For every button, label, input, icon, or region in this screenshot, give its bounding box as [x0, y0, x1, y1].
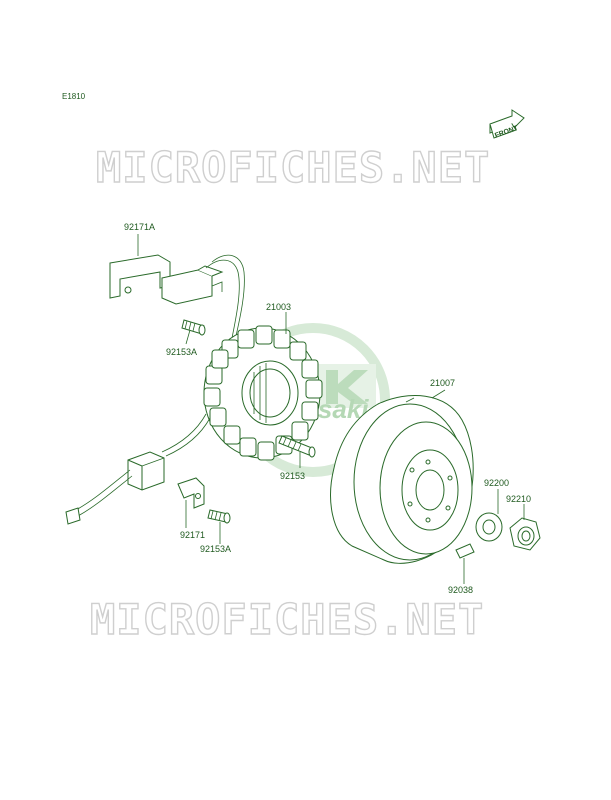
label-clamp: 92171 — [180, 530, 205, 540]
flywheel-part — [330, 395, 474, 564]
label-key: 92038 — [448, 585, 473, 595]
label-washer: 92200 — [484, 478, 509, 488]
clamp-part — [177, 477, 205, 509]
label-nut: 92210 — [506, 494, 531, 504]
label-stator: 21003 — [266, 302, 291, 312]
nut-part — [509, 517, 541, 551]
harness-wire-upper-b — [211, 254, 245, 337]
bracket-part — [109, 254, 224, 305]
label-bolt-lower: 92153A — [200, 544, 231, 554]
label-bolt-stator: 92153 — [280, 471, 305, 481]
label-bolt-upper: 92153A — [166, 347, 197, 357]
harness-lower — [65, 413, 211, 525]
washer-part — [475, 512, 503, 542]
bolt-upper-part — [181, 319, 206, 336]
label-flywheel: 21007 — [430, 378, 455, 388]
key-part — [455, 543, 475, 559]
harness-wire-upper — [205, 259, 240, 339]
leader-lines — [137, 234, 525, 584]
front-arrow-icon: FRONT — [489, 109, 525, 140]
bolt-lower-part — [207, 509, 231, 524]
figure-code: E1810 — [62, 92, 86, 101]
label-bracket: 92171A — [124, 222, 155, 232]
bolt-stator-part — [278, 435, 316, 458]
stator-part — [203, 325, 323, 461]
watermark-top: MICROFICHES.NET — [96, 143, 490, 192]
watermark-bottom: MICROFICHES.NET — [90, 595, 484, 644]
